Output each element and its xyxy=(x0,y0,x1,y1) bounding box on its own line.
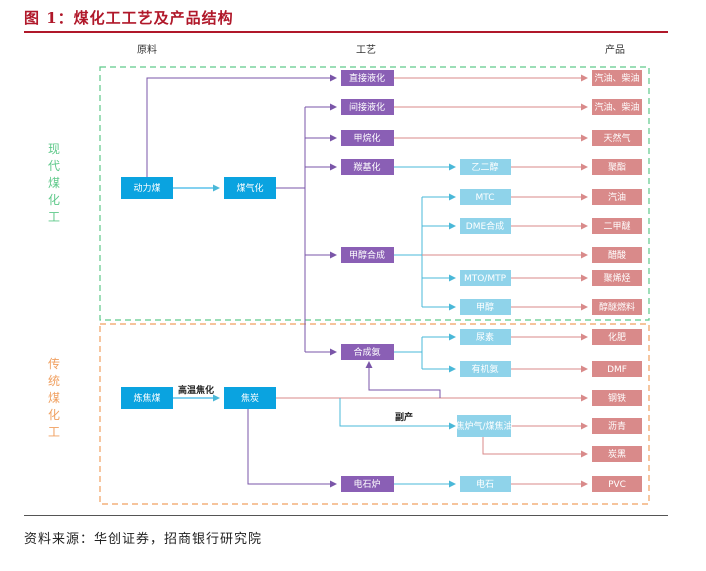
product-carbon-black: 炭黑 xyxy=(592,446,642,462)
svg-text:DME合成: DME合成 xyxy=(466,220,504,232)
node-coking-coal: 炼焦煤 xyxy=(121,387,173,409)
svg-text:直接液化: 直接液化 xyxy=(349,72,385,84)
product-fertilizer: 化肥 xyxy=(592,329,642,345)
footer-rule xyxy=(24,515,668,516)
product-polyester: 聚酯 xyxy=(592,159,642,175)
svg-text:聚烯烃: 聚烯烃 xyxy=(603,272,630,284)
node-coke-oven-gas: 焦炉气/煤焦油 xyxy=(455,415,513,437)
edge-power-coal-direct-liq xyxy=(146,74,337,177)
svg-text:汽油、柴油: 汽油、柴油 xyxy=(594,101,639,113)
node-mtc: MTC xyxy=(460,189,511,205)
product-dmf: DMF xyxy=(592,361,642,377)
node-methanol: 甲醇 xyxy=(460,299,511,315)
edge-coke-to-ammonia xyxy=(365,361,441,398)
modern-group-border xyxy=(99,66,650,321)
svg-text:醋酸: 醋酸 xyxy=(608,249,626,261)
svg-text:羰基化: 羰基化 xyxy=(353,161,380,173)
svg-text:二甲醚: 二甲醚 xyxy=(603,220,630,232)
node-direct-liquefaction: 直接液化 xyxy=(341,70,394,86)
header-product: 产品 xyxy=(605,43,625,56)
modern-group-label: 现代煤化工 xyxy=(48,142,60,224)
svg-text:电石: 电石 xyxy=(476,478,494,490)
product-pvc: PVC xyxy=(592,476,642,492)
node-ethylene-glycol: 乙二醇 xyxy=(460,159,511,175)
svg-text:PVC: PVC xyxy=(608,480,626,490)
product-methanol-fuel: 醇醚燃料 xyxy=(592,299,642,315)
svg-text:炼焦煤: 炼焦煤 xyxy=(133,392,160,404)
node-dme-synthesis: DME合成 xyxy=(460,218,511,234)
traditional-group-label: 传统煤化工 xyxy=(48,356,60,439)
svg-text:动力煤: 动力煤 xyxy=(133,182,160,194)
connectors xyxy=(146,74,588,488)
node-power-coal: 动力煤 xyxy=(121,177,173,199)
svg-text:沥青: 沥青 xyxy=(608,420,626,432)
product-gasoline-diesel-1: 汽油、柴油 xyxy=(592,70,642,86)
product-gasoline-diesel-2: 汽油、柴油 xyxy=(592,99,642,115)
edge-oven-to-carbon-black xyxy=(482,437,588,458)
source-note: 资料来源：华创证券，招商银行研究院 xyxy=(24,532,263,547)
svg-text:焦炭: 焦炭 xyxy=(241,392,259,404)
product-natural-gas: 天然气 xyxy=(592,130,642,146)
node-coke: 焦炭 xyxy=(224,387,276,409)
svg-text:汽油: 汽油 xyxy=(608,191,626,203)
product-acetic-acid: 醋酸 xyxy=(592,247,642,263)
node-methanol-synthesis: 甲醇合成 xyxy=(341,247,394,263)
svg-text:聚酯: 聚酯 xyxy=(608,162,626,173)
svg-text:尿素: 尿素 xyxy=(476,331,494,343)
svg-text:DMF: DMF xyxy=(607,365,627,375)
node-ammonia-synthesis: 合成氨 xyxy=(341,344,394,360)
svg-text:甲醇合成: 甲醇合成 xyxy=(349,249,385,261)
svg-text:汽油、柴油: 汽油、柴油 xyxy=(594,72,639,84)
node-urea: 尿素 xyxy=(460,329,511,345)
node-organic-ammonia: 有机氨 xyxy=(460,361,511,377)
node-calcium-carbide: 电石 xyxy=(460,476,511,492)
header-raw: 原料 xyxy=(137,43,157,56)
figure-title: 图 1：煤化工工艺及产品结构 xyxy=(24,9,234,27)
svg-text:焦炉气/煤焦油: 焦炉气/煤焦油 xyxy=(455,420,512,432)
product-dme: 二甲醚 xyxy=(592,218,642,234)
svg-text:炭黑: 炭黑 xyxy=(608,449,626,460)
traditional-group-border xyxy=(99,323,650,505)
svg-text:有机氨: 有机氨 xyxy=(471,363,498,375)
product-asphalt: 沥青 xyxy=(592,418,642,434)
svg-text:甲醇: 甲醇 xyxy=(476,301,494,313)
svg-text:化肥: 化肥 xyxy=(608,331,626,343)
svg-text:MTO/MTP: MTO/MTP xyxy=(464,274,507,284)
node-indirect-liquefaction: 间接液化 xyxy=(341,99,394,115)
product-steel: 钢铁 xyxy=(592,390,642,406)
title-rule xyxy=(24,31,668,33)
svg-text:MTC: MTC xyxy=(475,193,494,203)
node-gasification: 煤气化 xyxy=(224,177,276,199)
node-mto-mtp: MTO/MTP xyxy=(460,270,511,286)
label-byproduct: 副产 xyxy=(395,411,413,423)
svg-text:钢铁: 钢铁 xyxy=(608,392,626,404)
svg-text:醇醚燃料: 醇醚燃料 xyxy=(599,301,635,313)
header-process: 工艺 xyxy=(356,44,376,56)
node-carbide-furnace: 电石炉 xyxy=(341,476,394,492)
svg-text:煤气化: 煤气化 xyxy=(236,182,263,194)
svg-text:天然气: 天然气 xyxy=(603,132,630,144)
svg-text:电石炉: 电石炉 xyxy=(353,478,380,490)
modern-label-text: 现代煤化工 xyxy=(48,142,60,224)
node-carbonylation: 羰基化 xyxy=(341,159,394,175)
svg-text:合成氨: 合成氨 xyxy=(353,346,380,358)
product-gasoline: 汽油 xyxy=(592,189,642,205)
label-high-temp-coking: 高温焦化 xyxy=(178,384,214,396)
svg-text:乙二醇: 乙二醇 xyxy=(471,161,498,173)
svg-text:间接液化: 间接液化 xyxy=(349,101,385,113)
product-polyolefin: 聚烯烃 xyxy=(592,270,642,286)
edge-coke-byproduct xyxy=(339,398,456,430)
svg-text:甲烷化: 甲烷化 xyxy=(353,132,380,144)
edge-coke-to-carbide-furnace xyxy=(247,409,337,488)
node-methanation: 甲烷化 xyxy=(341,130,394,146)
traditional-label-text: 传统煤化工 xyxy=(48,356,60,439)
